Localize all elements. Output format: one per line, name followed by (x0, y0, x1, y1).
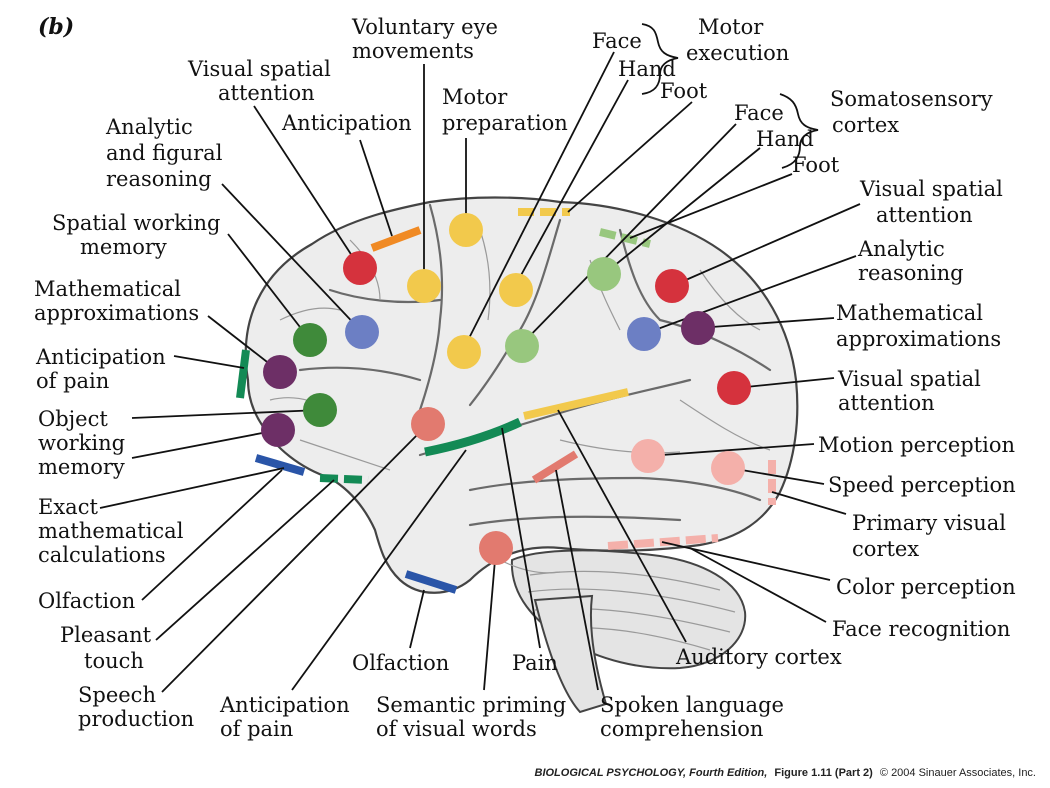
label-olfaction-bottom: Olfaction (352, 651, 449, 675)
marker-somatosensory-hand (587, 257, 621, 291)
label-voluntary-eye-2: movements (352, 39, 474, 63)
label-math-approx-left-1: Mathematical (34, 277, 181, 301)
label-motor-preparation-2: preparation (442, 111, 568, 135)
label-analytic-right-1: Analytic (857, 237, 945, 261)
bar-speech-production (424, 417, 522, 457)
marker-spatial-working-memory (293, 323, 327, 357)
label-motor-execution-1: Motor (698, 15, 764, 39)
label-exact-math-1: Exact (38, 495, 98, 519)
label-analytic-right-2: reasoning (858, 261, 964, 285)
label-motor-execution-2: execution (686, 41, 789, 65)
credit-book: BIOLOGICAL PSYCHOLOGY, Fourth Edition, (535, 767, 768, 779)
marker-analytic-figural-reasoning (345, 315, 379, 349)
label-face-motor: Face (592, 29, 642, 53)
bar-spoken-language (523, 388, 629, 420)
bar-olfaction-bottom (404, 570, 458, 594)
label-voluntary-eye-1: Voluntary eye (351, 15, 498, 39)
label-spoken-language-1: Spoken language (600, 693, 784, 717)
marker-semantic-priming (479, 531, 513, 565)
marker-motor-execution-face (447, 335, 481, 369)
label-visual-spatial-right2-1: Visual spatial (837, 367, 981, 391)
label-speech-production-2: production (78, 707, 194, 731)
marker-analytic-reasoning-right (627, 317, 661, 351)
label-semantic-priming-1: Semantic priming (376, 693, 566, 717)
cerebrum (244, 196, 799, 594)
marker-voluntary-eye-movements (407, 269, 441, 303)
bar-semantic-priming (531, 450, 579, 484)
label-exact-math-2: mathematical (38, 519, 184, 543)
label-auditory-cortex: Auditory cortex (675, 645, 842, 669)
label-face-somato: Face (734, 101, 784, 125)
label-primary-visual-1: Primary visual (852, 511, 1006, 535)
marker-speech-area (411, 407, 445, 441)
label-object-wm-2: working (38, 431, 125, 455)
label-exact-math-3: calculations (38, 543, 166, 567)
marker-object-working-memory (303, 393, 337, 427)
label-spoken-language-2: comprehension (600, 717, 763, 741)
label-anticipation-pain-left-1: Anticipation (35, 345, 166, 369)
marker-motor-execution-hand (499, 273, 533, 307)
marker-math-approx-left (263, 355, 297, 389)
credit-figure: Figure 1.11 (Part 2) (774, 767, 873, 779)
label-somatosensory-2: cortex (832, 113, 899, 137)
marker-visual-spatial-attention-right2 (717, 371, 751, 405)
label-motion-perception: Motion perception (818, 433, 1015, 457)
label-analytic-figural-2: and figural (106, 141, 223, 165)
leader-lines (99, 23, 861, 693)
label-somatosensory-1: Somatosensory (830, 87, 993, 111)
label-math-approx-left-2: approximations (34, 301, 199, 325)
label-speed-perception: Speed perception (828, 473, 1016, 497)
panel-label: (b) (38, 14, 74, 40)
labels: Voluntary eye movements Face Hand Foot M… (34, 15, 1016, 741)
marker-speed-perception (711, 451, 745, 485)
label-visual-spatial-left-2: attention (218, 81, 315, 105)
credit-copyright: © 2004 Sinauer Associates, Inc. (880, 767, 1036, 779)
label-pleasant-touch-2: touch (84, 649, 144, 673)
label-anticipation-pain-bottom-1: Anticipation (219, 693, 350, 717)
label-primary-visual-2: cortex (852, 537, 919, 561)
label-math-approx-right-2: approximations (836, 327, 1001, 351)
label-face-recognition: Face recognition (832, 617, 1010, 641)
label-semantic-priming-2: of visual words (376, 717, 537, 741)
marker-visual-spatial-attention-right1 (655, 269, 689, 303)
label-pleasant-touch-1: Pleasant (60, 623, 152, 647)
label-speech-production-1: Speech (78, 683, 156, 707)
bar-anticipation (370, 226, 422, 252)
label-color-perception: Color perception (836, 575, 1016, 599)
marker-exact-math-calc (261, 413, 295, 447)
label-foot-somato: Foot (792, 153, 840, 177)
bar-pleasant-touch (319, 474, 369, 484)
label-object-wm-3: memory (38, 455, 125, 479)
label-anticipation: Anticipation (281, 111, 412, 135)
label-object-wm-1: Object (38, 407, 108, 431)
label-hand-somato: Hand (756, 127, 814, 151)
label-visual-spatial-right1-1: Visual spatial (859, 177, 1003, 201)
label-spatial-wm-1: Spatial working (52, 211, 220, 235)
label-visual-spatial-right2-2: attention (838, 391, 935, 415)
marker-somatosensory-face (505, 329, 539, 363)
label-hand-motor: Hand (618, 57, 676, 81)
label-math-approx-right-1: Mathematical (836, 301, 983, 325)
bar-anticipation-of-pain-left (236, 349, 250, 399)
brainstem (533, 594, 608, 714)
label-anticipation-pain-left-2: of pain (36, 369, 109, 393)
label-analytic-figural-1: Analytic (105, 115, 193, 139)
figure-credit: BIOLOGICAL PSYCHOLOGY, Fourth Edition, F… (535, 767, 1037, 779)
bar-exact-math (254, 454, 306, 476)
marker-math-approx-right (681, 311, 715, 345)
label-anticipation-pain-bottom-2: of pain (220, 717, 293, 741)
label-foot-motor: Foot (660, 79, 708, 103)
label-analytic-figural-3: reasoning (106, 167, 212, 191)
label-visual-spatial-left-1: Visual spatial (187, 57, 331, 81)
label-visual-spatial-right1-2: attention (876, 203, 973, 227)
label-pain: Pain (512, 651, 558, 675)
marker-motor-preparation (449, 213, 483, 247)
marker-visual-spatial-attention-left (343, 251, 377, 285)
label-spatial-wm-2: memory (80, 235, 167, 259)
label-olfaction-left: Olfaction (38, 589, 135, 613)
marker-motion-perception (631, 439, 665, 473)
region-markers (261, 213, 751, 565)
label-motor-preparation-1: Motor (442, 85, 508, 109)
